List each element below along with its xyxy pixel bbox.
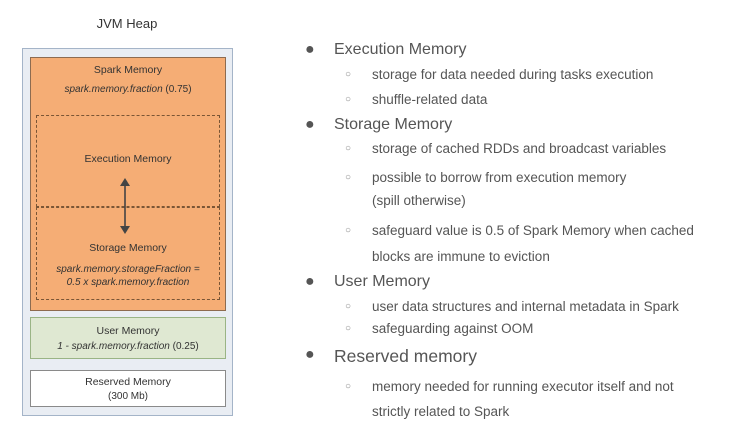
storage-memory-formula: spark.memory.storageFraction = 0.5 x spa…	[36, 263, 220, 289]
bullet-title: Reserved memory	[334, 346, 477, 366]
spark-memory-title: Spark Memory	[93, 64, 163, 76]
bullet-title: Storage Memory	[334, 116, 453, 133]
sub-bullet-text: safeguarding against OOM	[372, 321, 534, 336]
sub-bullet-text: possible to borrow from execution memory	[372, 170, 627, 185]
circle-bullet-icon: ○	[345, 94, 352, 105]
sub-bullet-text: strictly related to Spark	[372, 404, 510, 419]
circle-bullet-icon: ○	[345, 323, 352, 334]
storage-formula-line-1: spark.memory.storageFraction =	[56, 264, 200, 275]
reserved-memory-title: Reserved Memory	[85, 376, 171, 388]
storage-formula-line-2: 0.5 x spark.memory.fraction	[66, 277, 190, 288]
user-formula-value: (0.25)	[169, 341, 199, 352]
sub-bullet-text: blocks are immune to eviction	[372, 249, 550, 264]
circle-bullet-icon: ○	[345, 381, 352, 392]
user-memory-formula: 1 - spark.memory.fraction (0.25)	[31, 341, 225, 352]
user-formula-param: spark.memory.fraction	[71, 341, 170, 352]
sub-bullet-text: shuffle-related data	[372, 92, 488, 107]
circle-bullet-icon: ○	[345, 69, 352, 80]
circle-bullet-icon: ○	[345, 225, 352, 236]
sub-bullet-text: user data structures and internal metada…	[372, 299, 679, 314]
bullet-dot-icon: ●	[305, 116, 315, 133]
circle-bullet-icon: ○	[345, 143, 352, 154]
bullet-dot-icon: ●	[305, 346, 315, 363]
sub-bullet-text: storage of cached RDDs and broadcast var…	[372, 141, 667, 156]
bullet-title: Execution Memory	[334, 41, 467, 58]
jvm-heap-title: JVM Heap	[96, 16, 158, 31]
storage-memory-box	[36, 207, 220, 300]
sub-bullet-text: (spill otherwise)	[372, 193, 466, 208]
bullet-title: User Memory	[334, 273, 431, 290]
sub-bullet-text: memory needed for running executor itsel…	[372, 379, 674, 394]
double-arrow-icon	[120, 178, 130, 234]
user-memory-box: User Memory 1 - spark.memory.fraction (0…	[30, 317, 226, 359]
sub-bullet-text: storage for data needed during tasks exe…	[372, 67, 654, 82]
user-formula-prefix: 1 -	[57, 341, 72, 352]
reserved-memory-size: (300 Mb)	[107, 391, 148, 402]
circle-bullet-icon: ○	[345, 172, 352, 183]
circle-bullet-icon: ○	[345, 301, 352, 312]
storage-memory-label: Storage Memory	[89, 242, 167, 254]
user-memory-title: User Memory	[96, 325, 160, 337]
bullet-dot-icon: ●	[305, 41, 315, 58]
reserved-memory-box: Reserved Memory (300 Mb)	[30, 370, 226, 407]
execution-memory-label: Execution Memory	[84, 153, 172, 165]
spark-memory-fraction: spark.memory.fraction (0.75)	[31, 84, 225, 95]
bullet-dot-icon: ●	[305, 273, 315, 290]
execution-memory-box	[36, 115, 220, 207]
spark-memory-fraction-value: (0.75)	[162, 84, 192, 95]
spark-memory-fraction-param: spark.memory.fraction	[64, 84, 163, 95]
sub-bullet-text: safeguard value is 0.5 of Spark Memory w…	[372, 223, 694, 238]
